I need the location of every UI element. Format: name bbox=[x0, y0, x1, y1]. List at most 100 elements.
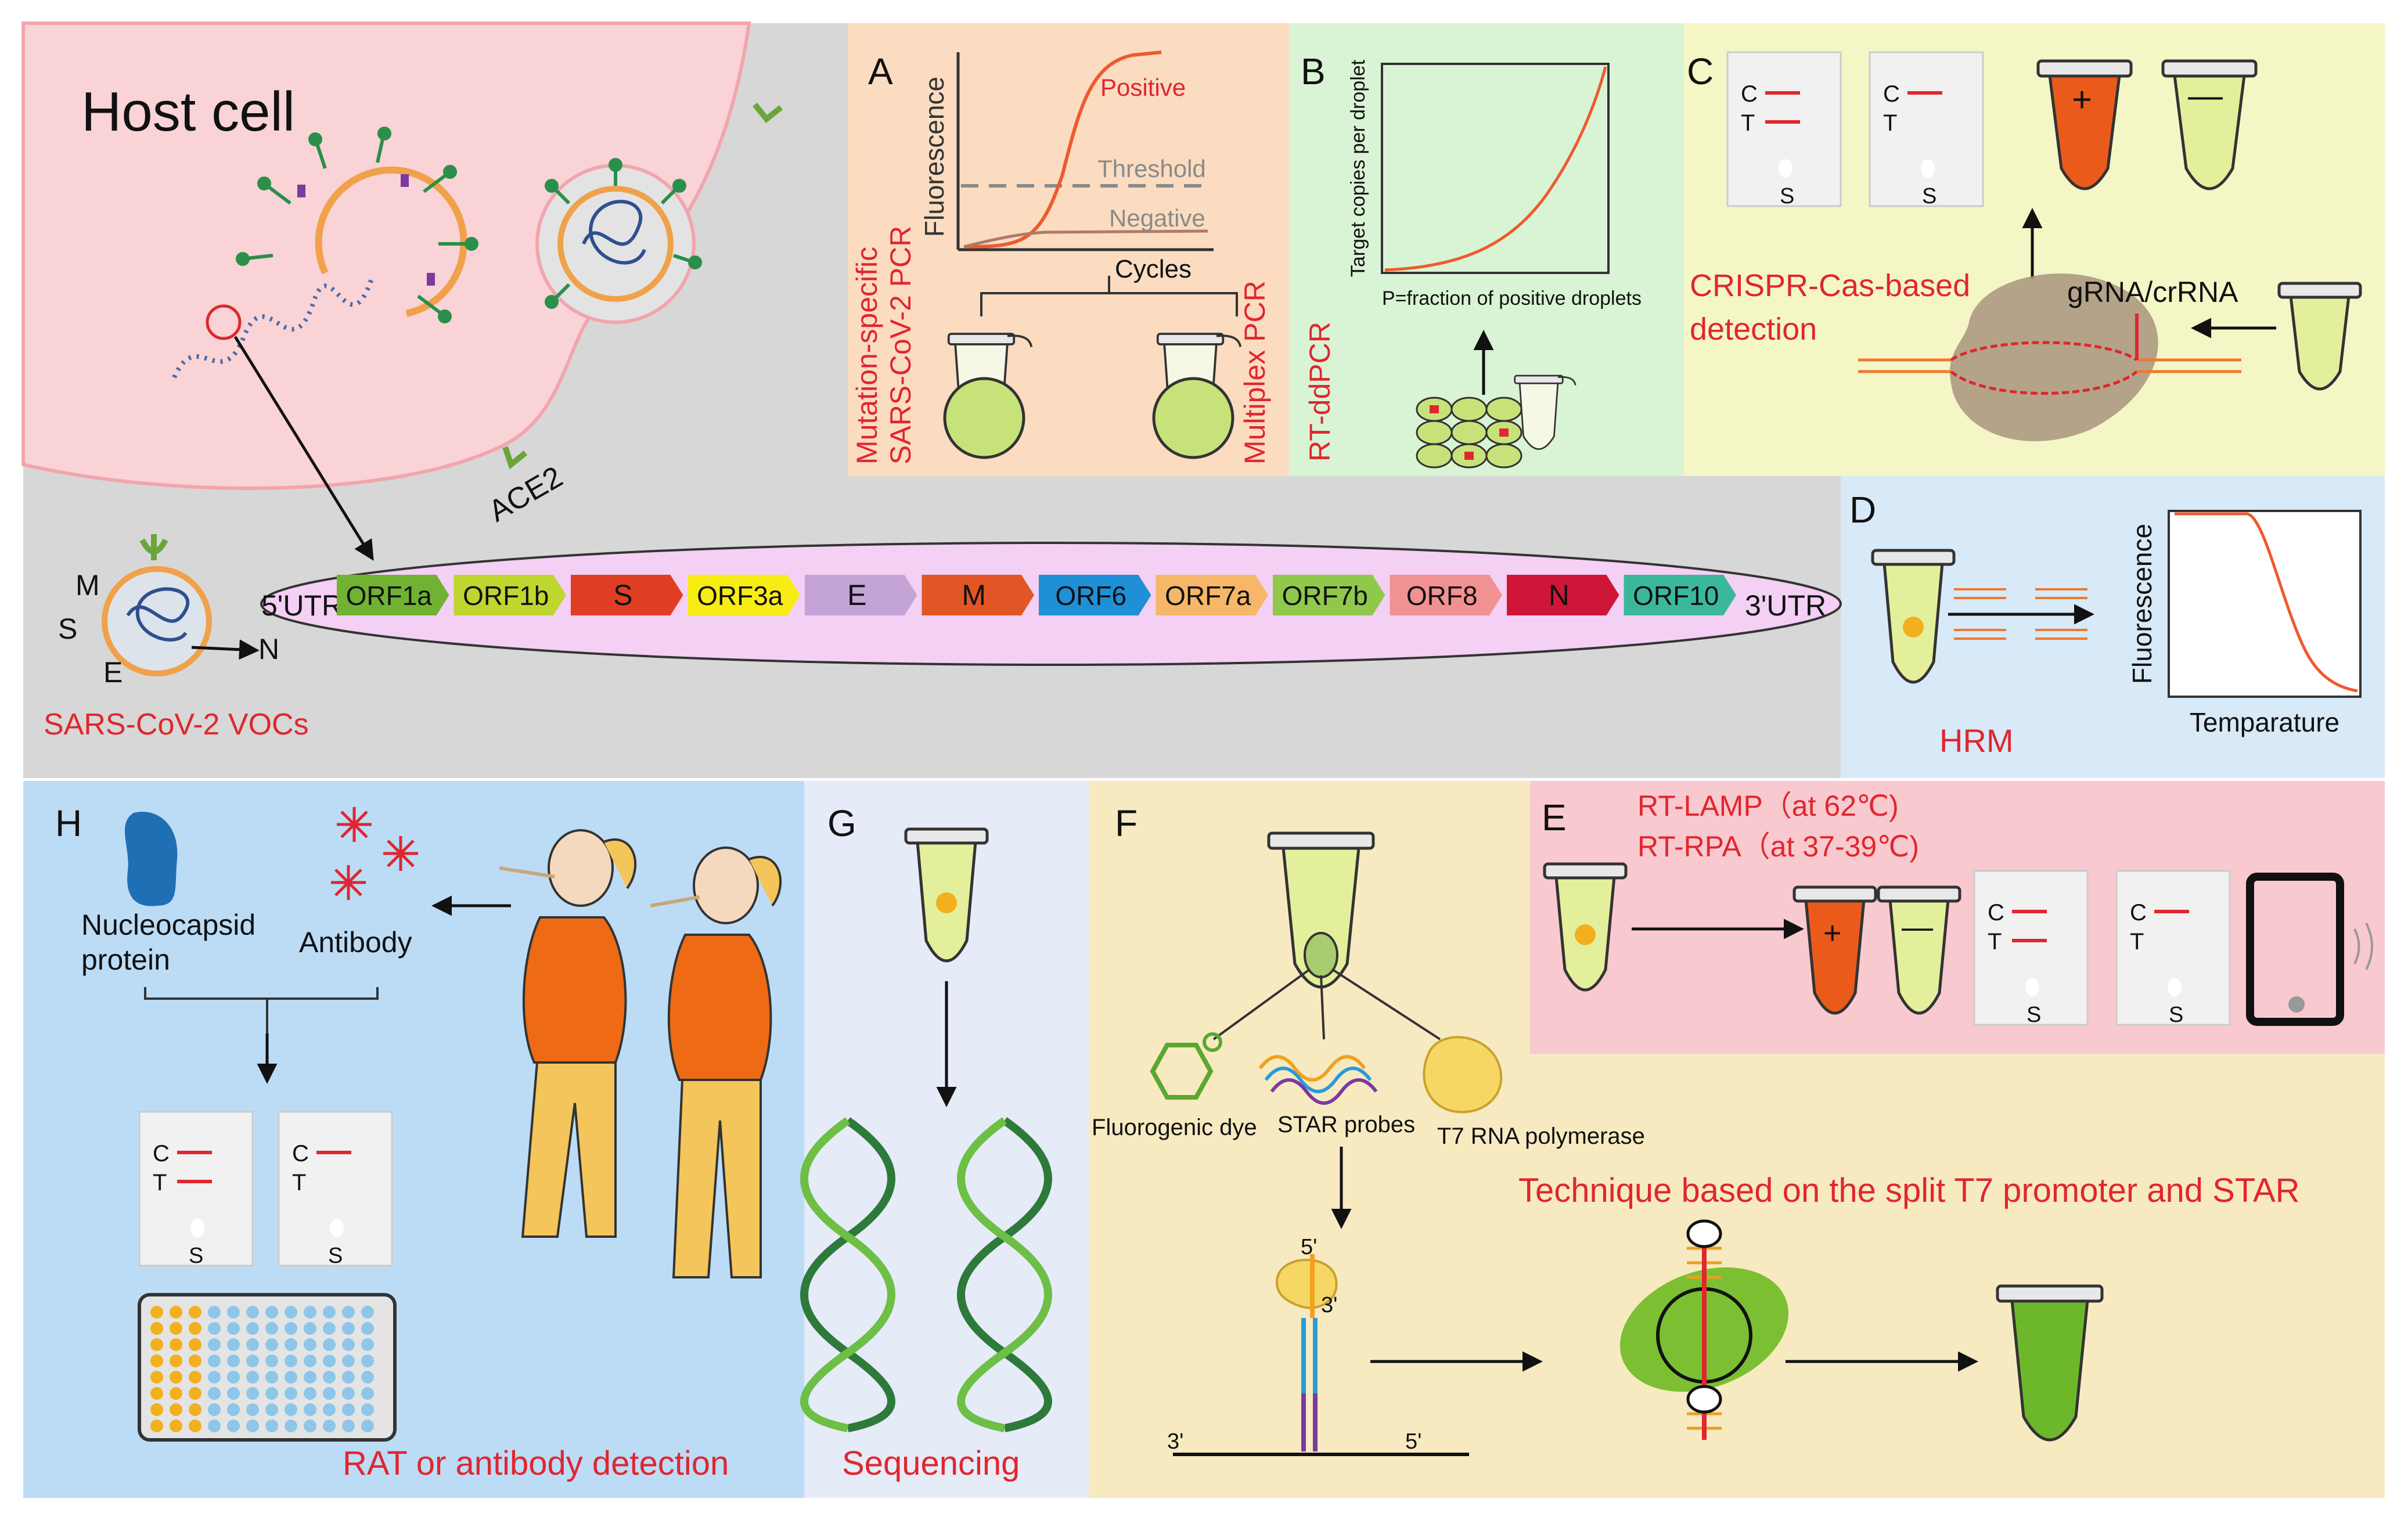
panel-d-letter: D bbox=[1849, 489, 1876, 531]
plate-well bbox=[304, 1371, 316, 1384]
plate-well bbox=[189, 1371, 201, 1384]
gene-arrow bbox=[1039, 575, 1151, 615]
panel-e-strip1-c: C bbox=[1988, 900, 2004, 925]
plate-well bbox=[227, 1371, 240, 1384]
panel-c-strip2-c: C bbox=[1883, 81, 1900, 107]
panel-c-caption-2: detection bbox=[1690, 312, 1817, 347]
plate-well bbox=[208, 1322, 221, 1335]
plate-well bbox=[304, 1403, 316, 1416]
gene-label: ORF7a bbox=[1165, 581, 1251, 611]
split-t7-probe-complex bbox=[1173, 1254, 1469, 1456]
plate-well bbox=[170, 1322, 182, 1335]
panel-b-background bbox=[1289, 23, 1684, 476]
positive-curve bbox=[963, 51, 1162, 248]
virion-label-n: N bbox=[258, 633, 279, 665]
cas-protein-blob bbox=[1949, 273, 2158, 442]
plate-well bbox=[323, 1371, 336, 1384]
plate-well bbox=[342, 1338, 355, 1351]
plate-well bbox=[208, 1371, 221, 1384]
plate-well bbox=[342, 1420, 355, 1432]
panel-e-strip1-t: T bbox=[1988, 929, 2002, 954]
panel-e-line-1: RT-LAMP（at 62℃) bbox=[1637, 790, 1899, 822]
panel-h-strip-negative bbox=[278, 1111, 393, 1267]
panel-c-strip-negative bbox=[1869, 51, 1984, 207]
panel-g-caption: Sequencing bbox=[842, 1445, 1020, 1482]
plate-well bbox=[246, 1355, 259, 1367]
plate-well bbox=[265, 1403, 278, 1416]
panel-h-strip2-s: S bbox=[328, 1244, 343, 1268]
plate-well bbox=[361, 1420, 374, 1432]
panel-c-strip1-s: S bbox=[1780, 184, 1794, 208]
plate-well bbox=[227, 1403, 240, 1416]
panel-g-tube bbox=[904, 827, 989, 963]
plate-well bbox=[361, 1338, 374, 1351]
plate-well bbox=[265, 1387, 278, 1400]
antibody-icon bbox=[331, 807, 418, 900]
panel-c-strip1-c: C bbox=[1741, 81, 1758, 107]
negative-curve bbox=[963, 229, 1208, 248]
panel-c-dna-strand bbox=[1858, 314, 2241, 395]
gene-arrow bbox=[571, 575, 683, 615]
plate-well bbox=[265, 1322, 278, 1335]
panel-e-strip2-s: S bbox=[2169, 1003, 2183, 1027]
panel-f-branches bbox=[1212, 968, 1441, 1040]
threshold-label: Threshold bbox=[1097, 155, 1206, 182]
plate-well bbox=[285, 1403, 297, 1416]
plate-well bbox=[323, 1306, 336, 1319]
panel-e-strip-positive bbox=[1973, 870, 2089, 1026]
panel-a-droplet-left bbox=[943, 377, 1025, 459]
plate-well bbox=[361, 1387, 374, 1400]
nucleocapsid-protein-icon bbox=[124, 812, 178, 906]
plate-well bbox=[150, 1371, 163, 1384]
panel-e-strip2-c: C bbox=[2130, 900, 2147, 925]
plate-well bbox=[323, 1403, 336, 1416]
gene-orf7b: ORF7b bbox=[1273, 575, 1385, 615]
gene-arrow bbox=[1156, 575, 1268, 615]
panel-h-strip1-s: S bbox=[189, 1244, 203, 1268]
positive-label: Positive bbox=[1100, 74, 1186, 101]
panel-d-tube bbox=[1871, 549, 1956, 684]
plate-well bbox=[285, 1306, 297, 1319]
transcription-complex bbox=[1619, 1219, 1789, 1440]
plate-well bbox=[189, 1387, 201, 1400]
plate-well bbox=[227, 1387, 240, 1400]
plate-well bbox=[361, 1355, 374, 1367]
plate-well bbox=[342, 1306, 355, 1319]
plate-well bbox=[304, 1338, 316, 1351]
rna-to-genome-arrow bbox=[233, 336, 374, 561]
plate-well bbox=[323, 1387, 336, 1400]
endosome-virus bbox=[535, 158, 702, 324]
plate-well bbox=[227, 1355, 240, 1367]
panel-c-strip-positive bbox=[1726, 51, 1842, 207]
panel-f-letter: F bbox=[1115, 802, 1138, 844]
virion-label-s: S bbox=[58, 613, 77, 645]
gene-arrow bbox=[1390, 575, 1502, 615]
gene-e: E bbox=[805, 575, 917, 615]
template-5prime-label: 5' bbox=[1405, 1429, 1421, 1454]
plate-well bbox=[323, 1322, 336, 1335]
panel-c-tube-positive bbox=[2036, 59, 2133, 190]
plate-well bbox=[246, 1322, 259, 1335]
panel-e-strip1-s: S bbox=[2027, 1003, 2041, 1027]
panel-e-background bbox=[1530, 781, 2385, 1054]
plate-well bbox=[265, 1306, 278, 1319]
gene-orf7a: ORF7a bbox=[1156, 575, 1268, 615]
panel-c-letter: C bbox=[1687, 51, 1714, 92]
voc-virion bbox=[102, 534, 260, 676]
star-probes-label: STAR probes bbox=[1277, 1112, 1415, 1137]
panel-e-strip2-t: T bbox=[2130, 929, 2144, 954]
panel-e-line-2: RT-RPA（at 37-39℃) bbox=[1637, 830, 1919, 863]
plate-well bbox=[150, 1338, 163, 1351]
genome-5utr: 5'UTR bbox=[261, 589, 343, 622]
plate-well bbox=[246, 1371, 259, 1384]
panel-h-strip2-t: T bbox=[292, 1170, 306, 1195]
gene-label: ORF6 bbox=[1055, 581, 1126, 611]
gene-arrow bbox=[1507, 575, 1619, 615]
plate-well bbox=[189, 1420, 201, 1432]
rna-highlight-circle bbox=[206, 304, 242, 340]
plate-well bbox=[170, 1338, 182, 1351]
plate-well bbox=[361, 1306, 374, 1319]
gene-arrow bbox=[1273, 575, 1385, 615]
